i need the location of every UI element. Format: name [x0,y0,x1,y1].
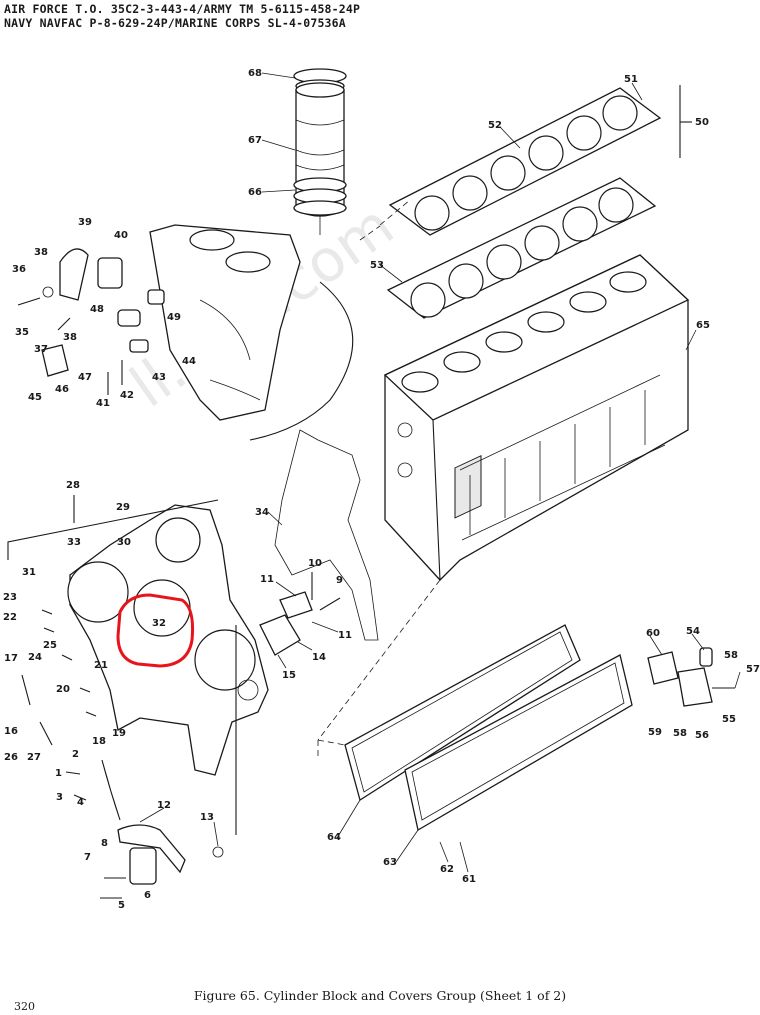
callout-68: 68 [248,68,262,79]
callout-46: 46 [55,384,69,395]
callout-61: 61 [462,874,476,885]
callout-26: 26 [4,752,18,763]
callout-28: 28 [66,480,80,491]
callout-45: 45 [28,392,42,403]
callout-29: 29 [116,502,130,513]
callout-21: 21 [94,660,108,671]
head-gasket-upper [388,87,662,236]
callout-33: 33 [67,537,81,548]
callout-25: 25 [43,640,57,651]
callout-60: 60 [646,628,660,639]
highlight-circle [116,593,194,668]
callout-17: 17 [4,653,18,664]
callout-55: 55 [722,714,736,725]
block-detail-section [149,224,354,441]
callout-65: 65 [696,320,710,331]
cylinder-block [383,254,690,581]
breather-fittings [647,647,735,707]
leader-lines [139,72,741,873]
callout-57: 57 [746,664,760,675]
callout-20: 20 [56,684,70,695]
callout-15: 15 [282,670,296,681]
callout-31: 31 [22,567,36,578]
callout-49: 49 [167,312,181,323]
callout-51: 51 [624,74,638,85]
callout-11-left: 11 [260,574,274,585]
callout-22: 22 [3,612,17,623]
callout-23: 23 [3,592,17,603]
callout-37: 37 [34,344,48,355]
page-number: 320 [14,1000,35,1013]
callout-64: 64 [327,832,341,843]
callout-50: 50 [695,117,709,128]
callout-16: 16 [4,726,18,737]
callout-63: 63 [383,857,397,868]
callout-56: 56 [695,730,709,741]
callout-66: 66 [248,187,262,198]
side-cover-gasket [344,624,581,802]
callout-34: 34 [255,507,269,518]
callout-39: 39 [78,217,92,228]
callout-10: 10 [308,558,322,569]
water-outlet-parts [17,248,165,395]
callout-12: 12 [157,800,171,811]
callout-27: 27 [27,752,41,763]
callout-36: 36 [12,264,26,275]
gear-housing-plate [67,504,269,776]
callout-52: 52 [488,120,502,131]
bracket-lines [7,85,692,835]
callout-4: 4 [77,797,84,808]
lower-left-fasteners [21,609,224,899]
callout-41: 41 [96,398,110,409]
callout-44: 44 [182,356,196,367]
callout-58-right: 58 [724,650,738,661]
callout-48: 48 [90,304,104,315]
callout-labels: 68 67 66 51 52 50 53 65 39 40 38 36 35 4… [3,68,760,911]
callout-9: 9 [336,575,343,586]
callout-6: 6 [144,890,151,901]
callout-13: 13 [200,812,214,823]
callout-7: 7 [84,852,91,863]
callout-5: 5 [118,900,125,911]
callout-14: 14 [312,652,326,663]
front-gasket [274,429,379,641]
callout-18: 18 [92,736,106,747]
figure-caption: Figure 65. Cylinder Block and Covers Gro… [193,988,567,1003]
cylinder-liner-assembly [293,68,347,235]
callout-35: 35 [15,327,29,338]
header-line-1: AIR FORCE T.O. 35C2-3-443-4/ARMY TM 5-61… [4,2,361,16]
callout-53: 53 [370,260,384,271]
callout-32: 32 [152,618,166,629]
side-cover-plate [404,654,633,832]
callout-40: 40 [114,230,128,241]
callout-3: 3 [56,792,63,803]
callout-58-lower: 58 [673,728,687,739]
callout-2: 2 [72,749,79,760]
header-line-2: NAVY NAVFAC P-8-629-24P/MARINE CORPS SL-… [4,16,346,30]
callout-30: 30 [117,537,131,548]
callout-59: 59 [648,727,662,738]
callout-1: 1 [55,768,62,779]
callout-38-upper: 38 [34,247,48,258]
callout-43: 43 [152,372,166,383]
callout-62: 62 [440,864,454,875]
callout-38-lower: 38 [63,332,77,343]
center-fittings [259,572,341,656]
callout-19: 19 [112,728,126,739]
head-gasket-lower [386,177,657,319]
callout-8: 8 [101,838,108,849]
callout-24: 24 [28,652,42,663]
callout-47: 47 [78,372,92,383]
callout-67: 67 [248,135,262,146]
callout-11-right: 11 [338,630,352,641]
callout-54: 54 [686,626,700,637]
callout-42: 42 [120,390,134,401]
